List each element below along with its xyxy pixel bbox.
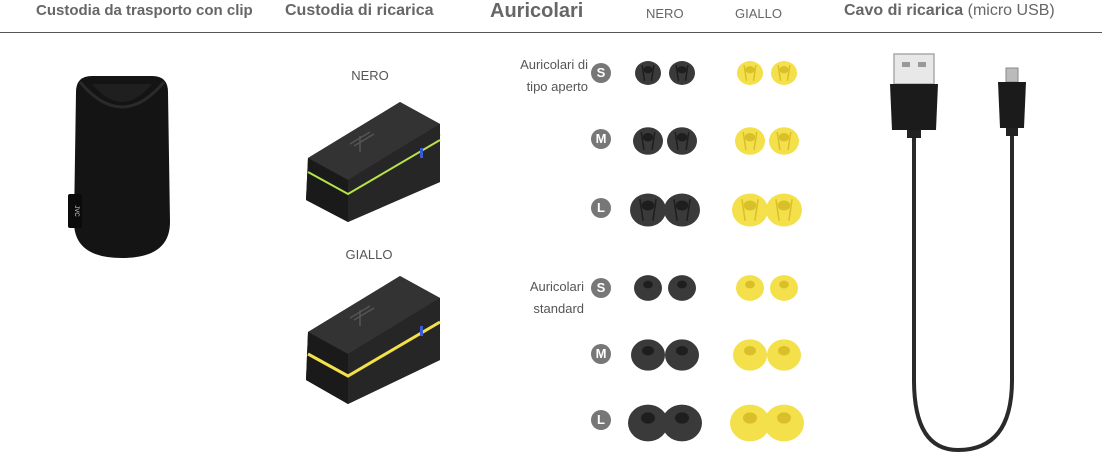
eartip-open-m-black-2 [667, 127, 697, 155]
eartip-open-s-black-1 [635, 61, 661, 85]
size-badge-standard-m: M [591, 344, 611, 364]
eartip-standard-m-yellow-2 [767, 339, 801, 371]
header-divider [0, 32, 1102, 33]
eartip-standard-l-yellow-2 [764, 404, 804, 442]
group-label-open: Auricolari di tipo aperto [492, 54, 588, 98]
header-cable-note: (micro USB) [967, 2, 1055, 19]
eartip-standard-m-black-1 [631, 339, 665, 371]
charging-case-yellow-image [306, 276, 441, 404]
size-badge-open-s: S [591, 63, 611, 83]
group-label-standard-line2: standard [533, 301, 584, 316]
eartip-open-s-black-2 [669, 61, 695, 85]
eartip-standard-l-black-1 [628, 404, 668, 442]
eartip-standard-l-yellow-1 [730, 404, 770, 442]
size-badge-open-l: L [591, 198, 611, 218]
eartip-open-l-black-2 [664, 193, 700, 227]
group-label-standard: Auricolari standard [492, 276, 584, 320]
eartip-standard-s-yellow-2 [770, 275, 798, 301]
eartip-standard-s-black-2 [668, 275, 696, 301]
size-badge-standard-s: S [591, 278, 611, 298]
eartip-open-l-black-1 [630, 193, 666, 227]
group-label-standard-line1: Auricolari [529, 279, 584, 294]
eartip-open-l-yellow-1 [732, 193, 768, 227]
eartip-standard-s-black-1 [634, 275, 662, 301]
size-badge-open-m: M [591, 129, 611, 149]
size-badge-standard-l: L [591, 410, 611, 430]
pouch-brand: JVC [73, 205, 79, 217]
eartip-open-m-black-1 [633, 127, 663, 155]
header-black: NERO [646, 6, 684, 21]
case-label-black: NERO [351, 68, 389, 83]
eartip-standard-m-black-2 [665, 339, 699, 371]
header-earpieces: Auricolari [490, 0, 584, 22]
eartip-open-s-yellow-2 [771, 61, 797, 85]
eartip-open-m-yellow-2 [769, 127, 799, 155]
eartip-open-m-yellow-1 [735, 127, 765, 155]
eartip-open-l-yellow-2 [766, 193, 802, 227]
charging-case-black-image [306, 102, 441, 222]
pouch-image: JVC [68, 76, 170, 258]
header-pouch: Custodia da trasporto con clip [36, 2, 253, 19]
eartip-standard-s-yellow-1 [736, 275, 764, 301]
charging-cable-image [890, 53, 1026, 453]
header-yellow: GIALLO [735, 6, 782, 21]
eartip-open-s-yellow-1 [737, 61, 763, 85]
group-label-open-line2: tipo aperto [526, 79, 588, 94]
eartip-standard-m-yellow-1 [733, 339, 767, 371]
group-label-open-line1: Auricolari di [520, 57, 588, 72]
header-charging-case: Custodia di ricarica [285, 2, 434, 19]
header-cable: Cavo di ricarica (micro USB) [844, 2, 1055, 20]
case-label-yellow: GIALLO [345, 247, 393, 262]
eartips-grid [628, 61, 804, 442]
header-cable-title: Cavo di ricarica [844, 2, 964, 19]
eartip-standard-l-black-2 [662, 404, 702, 442]
